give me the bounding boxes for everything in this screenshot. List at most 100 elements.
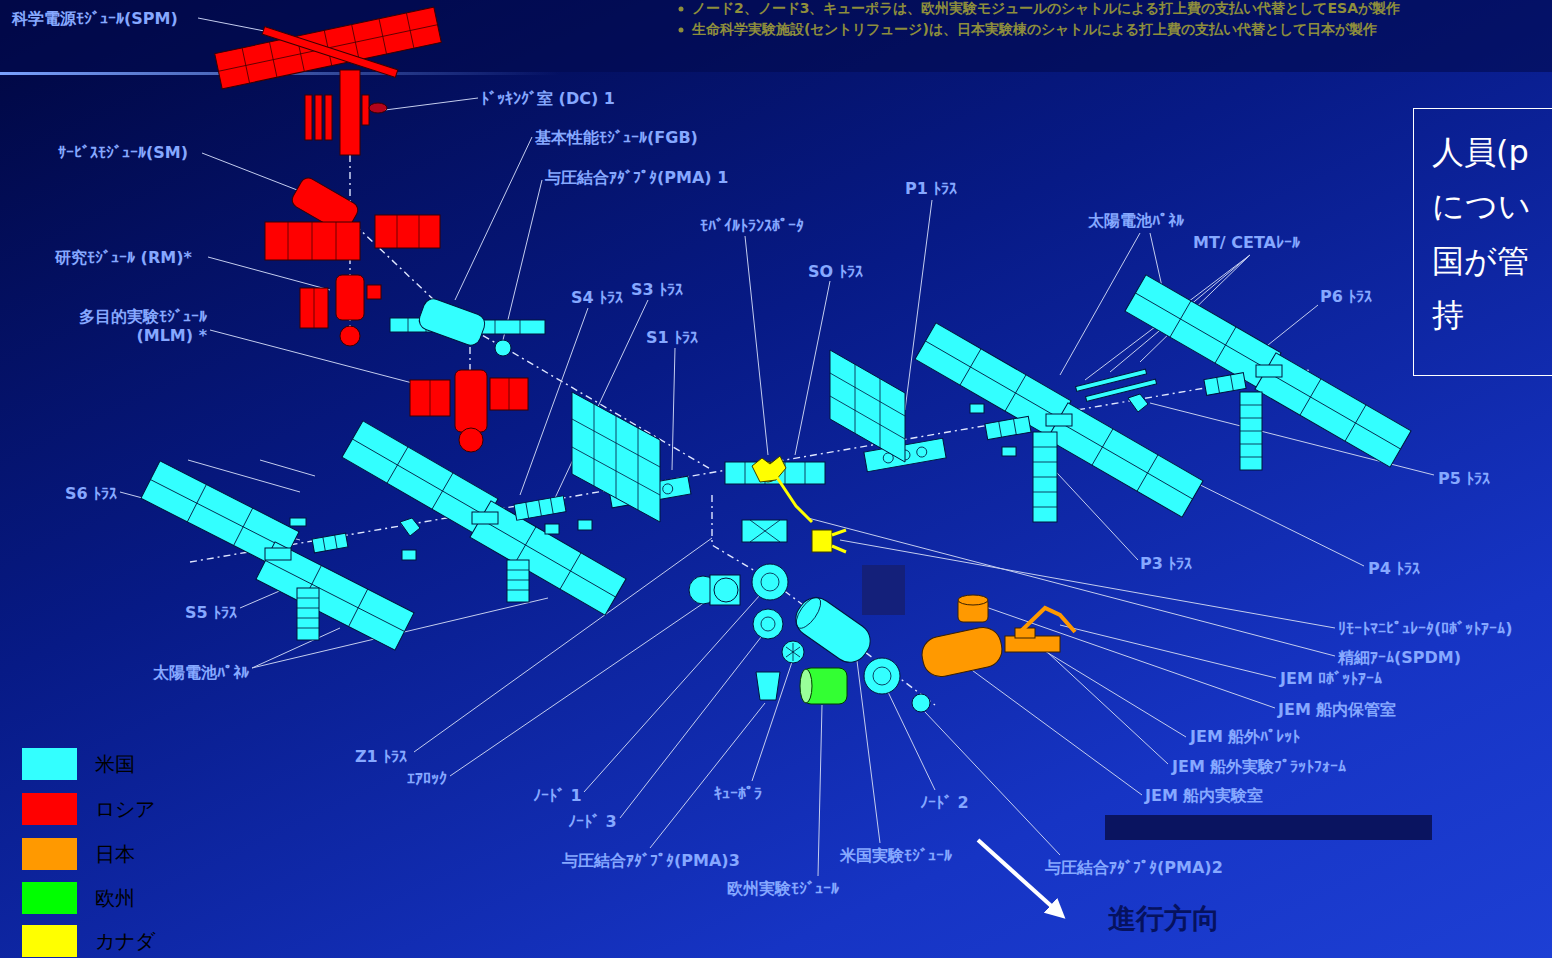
part-label: 米国実験ﾓｼﾞｭｰﾙ (840, 846, 952, 865)
radiator (830, 350, 905, 462)
part-label: P5 ﾄﾗｽ (1438, 469, 1490, 488)
leader-line (888, 692, 935, 790)
solar-array (915, 323, 1071, 437)
part-label: S1 ﾄﾗｽ (646, 328, 698, 347)
truss-segment (999, 419, 1017, 437)
fgb-module (416, 296, 487, 348)
russian-segment (340, 70, 360, 155)
truss-segment (290, 518, 306, 526)
truss-segment (1046, 414, 1072, 426)
header-band (679, 7, 684, 12)
part-label: Z1 ﾄﾗｽ (355, 747, 407, 766)
part-label: SO ﾄﾗｽ (808, 262, 863, 281)
russian-segment (215, 7, 442, 89)
masked-area (862, 565, 905, 615)
solar-array (1125, 275, 1281, 389)
part-label: 欧州実験ﾓｼﾞｭｰﾙ (727, 879, 839, 898)
part-label: ﾉｰﾄﾞ 3 (568, 812, 617, 831)
leader-line (752, 662, 792, 781)
part-label: 太陽電池ﾊﾟﾈﾙ (153, 663, 249, 682)
truss-segment (578, 520, 592, 530)
leader-line (1268, 305, 1318, 345)
leader-line (620, 632, 765, 818)
part-label: ｷｭｰﾎﾟﾗ (714, 784, 762, 803)
us-modules (714, 578, 738, 602)
solar-array (470, 501, 626, 615)
leader-line (745, 236, 768, 455)
leader-line (965, 665, 1142, 795)
russian-segment (455, 370, 487, 432)
canadian-arm (832, 530, 846, 552)
leader-line (120, 18, 1434, 876)
solar-array (1255, 353, 1411, 467)
solar-array (1125, 275, 1281, 389)
leader-line (1045, 650, 1168, 764)
us-modules (792, 593, 826, 632)
legend-swatch (22, 925, 77, 957)
radiator (297, 350, 1262, 640)
solar-array (141, 461, 299, 569)
russian-segment (300, 288, 328, 328)
radiator (1033, 447, 1057, 507)
truss-segment (1128, 394, 1148, 412)
part-label: S3 ﾄﾗｽ (631, 280, 683, 299)
truss-axis (190, 70, 1310, 705)
truss-segment (265, 548, 291, 560)
fgb-module (390, 296, 545, 356)
japanese-module (919, 624, 1006, 680)
truss-segment (402, 550, 416, 560)
radiator (1033, 432, 1057, 522)
part-label: ﾘﾓｰﾄﾏﾆﾋﾟｭﾚｰﾀ(ﾛﾎﾞｯﾄｱｰﾑ) (1338, 619, 1513, 638)
japanese-module (958, 595, 988, 605)
solar-array (1047, 403, 1203, 517)
us-modules (710, 575, 740, 605)
truss-segment (265, 365, 1282, 560)
part-label: ｴｱﾛｯｸ (407, 769, 447, 788)
part-label: 多目的実験ﾓｼﾞｭｰﾙ (MLM) * (57, 307, 207, 345)
russian-segment (215, 7, 442, 89)
solar-array (1255, 353, 1411, 467)
direction-label: 進行方向 (1108, 902, 1220, 936)
leader-line (1060, 625, 1276, 678)
fgb-module (416, 296, 487, 348)
solar-array (342, 421, 498, 535)
part-label: JEM 船外実験ﾌﾟﾗｯﾄﾌｫｰﾑ (1172, 757, 1346, 776)
truss-segment (323, 535, 337, 551)
solar-array (256, 542, 414, 650)
radiator (297, 588, 319, 640)
leader-line (455, 137, 532, 300)
part-label: JEM 船外ﾊﾟﾚｯﾄ (1190, 727, 1300, 746)
truss-segment (985, 416, 1031, 439)
japanese-module (919, 595, 1075, 680)
truss-axis (350, 70, 935, 705)
solar-array (141, 461, 299, 569)
russian-segment (397, 215, 419, 248)
part-label: 研究ﾓｼﾞｭｰﾙ (RM)* (55, 248, 192, 267)
legend-swatch (22, 793, 77, 825)
solar-array (342, 421, 498, 535)
leader-line (1030, 642, 1186, 737)
note-text: 人員(p につい 国が管 持 (1432, 125, 1544, 343)
legend-text: ロシア (95, 796, 155, 823)
part-label: ﾉｰﾄﾞ 1 (533, 786, 582, 805)
us-modules (786, 643, 800, 661)
part-label: 与圧結合ｱﾀﾞﾌﾟﾀ(PMA) 1 (545, 168, 728, 187)
part-label: ﾄﾞｯｷﾝｸﾞ室 (DC) 1 (481, 89, 615, 108)
leader-line (202, 153, 310, 195)
solar-array (342, 421, 498, 535)
us-modules (753, 609, 783, 639)
truss-segment (312, 533, 348, 553)
masked-area (1105, 815, 1432, 840)
part-label: JEM 船内実験室 (1145, 786, 1263, 805)
fgb-module (495, 340, 511, 356)
part-label: ﾉｰﾄﾞ 2 (920, 793, 969, 812)
russian-segment (367, 285, 381, 299)
russian-segment (315, 95, 322, 140)
part-label: 与圧結合ｱﾀﾞﾌﾟﾀ(PMA)3 (562, 851, 740, 870)
russian-segment (369, 103, 387, 113)
note-box: 人員(p につい 国が管 持 (1413, 108, 1552, 376)
solar-array (256, 542, 414, 650)
